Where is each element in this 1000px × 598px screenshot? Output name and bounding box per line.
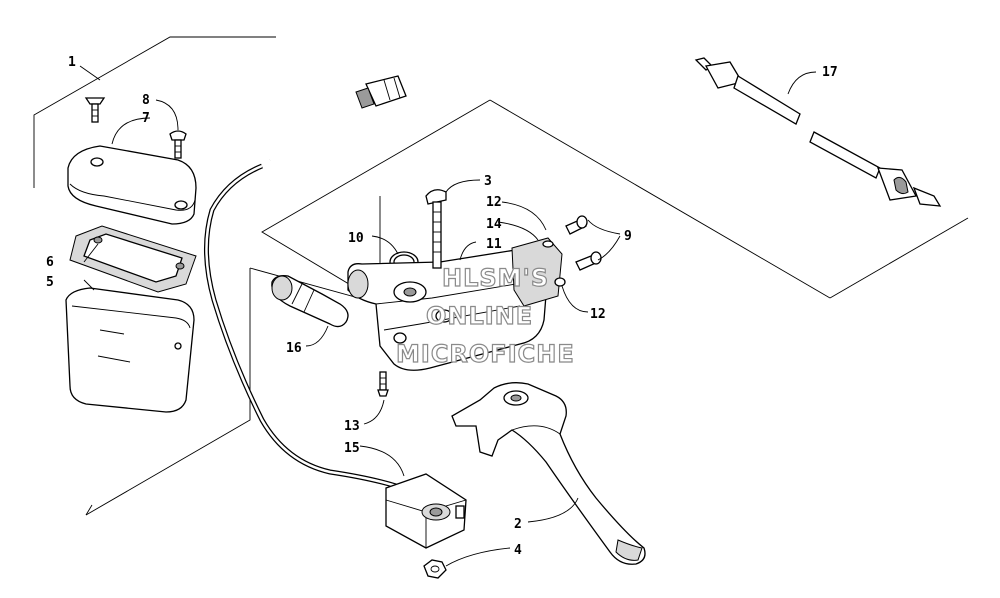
master-cylinder-body xyxy=(347,247,549,371)
bracket-screws xyxy=(565,215,602,271)
callout-8: 8 xyxy=(142,93,150,108)
brake-switch-housing xyxy=(385,473,467,549)
watermark-line-1: HLSM'S xyxy=(442,264,549,292)
callout-2: 2 xyxy=(514,517,522,532)
watermark-line-2: ONLINE xyxy=(426,302,533,330)
callout-4: 4 xyxy=(514,543,522,558)
callout-7: 7 xyxy=(142,111,150,126)
switch-screw xyxy=(377,371,389,397)
reservoir-body xyxy=(65,287,195,413)
cover-screws xyxy=(84,97,187,159)
callout-15: 15 xyxy=(344,441,360,456)
master-piston xyxy=(271,274,349,328)
switch-bracket xyxy=(511,237,566,307)
brake-lever xyxy=(451,382,646,565)
callout-3: 3 xyxy=(484,174,492,189)
callout-16: 16 xyxy=(286,341,302,356)
callout-1: 1 xyxy=(68,55,76,70)
wire-harness xyxy=(204,75,407,489)
callout-17: 17 xyxy=(822,65,838,80)
callout-13: 13 xyxy=(344,419,360,434)
reservoir-cover xyxy=(67,145,197,225)
callout-14: 14 xyxy=(486,217,502,232)
watermark-line-3: MICROFICHE xyxy=(396,340,575,368)
reservoir-diaphragm xyxy=(69,225,197,293)
callout-6: 6 xyxy=(46,255,54,270)
callout-10: 10 xyxy=(348,231,364,246)
callout-labels: 1 2 3 4 5 6 7 8 9 10 11 12 12 13 14 15 1… xyxy=(46,55,838,558)
throttle-cable xyxy=(694,57,942,207)
leader-lines xyxy=(79,65,817,567)
callout-12-bottom: 12 xyxy=(590,307,606,322)
callout-12-top: 12 xyxy=(486,195,502,210)
pivot-bolt xyxy=(425,189,447,269)
lock-nut xyxy=(423,559,447,579)
callout-9: 9 xyxy=(624,229,632,244)
watermark: HLSM'S ONLINE MICROFICHE xyxy=(395,263,575,368)
callout-11: 11 xyxy=(486,237,502,252)
callout-5: 5 xyxy=(46,275,54,290)
